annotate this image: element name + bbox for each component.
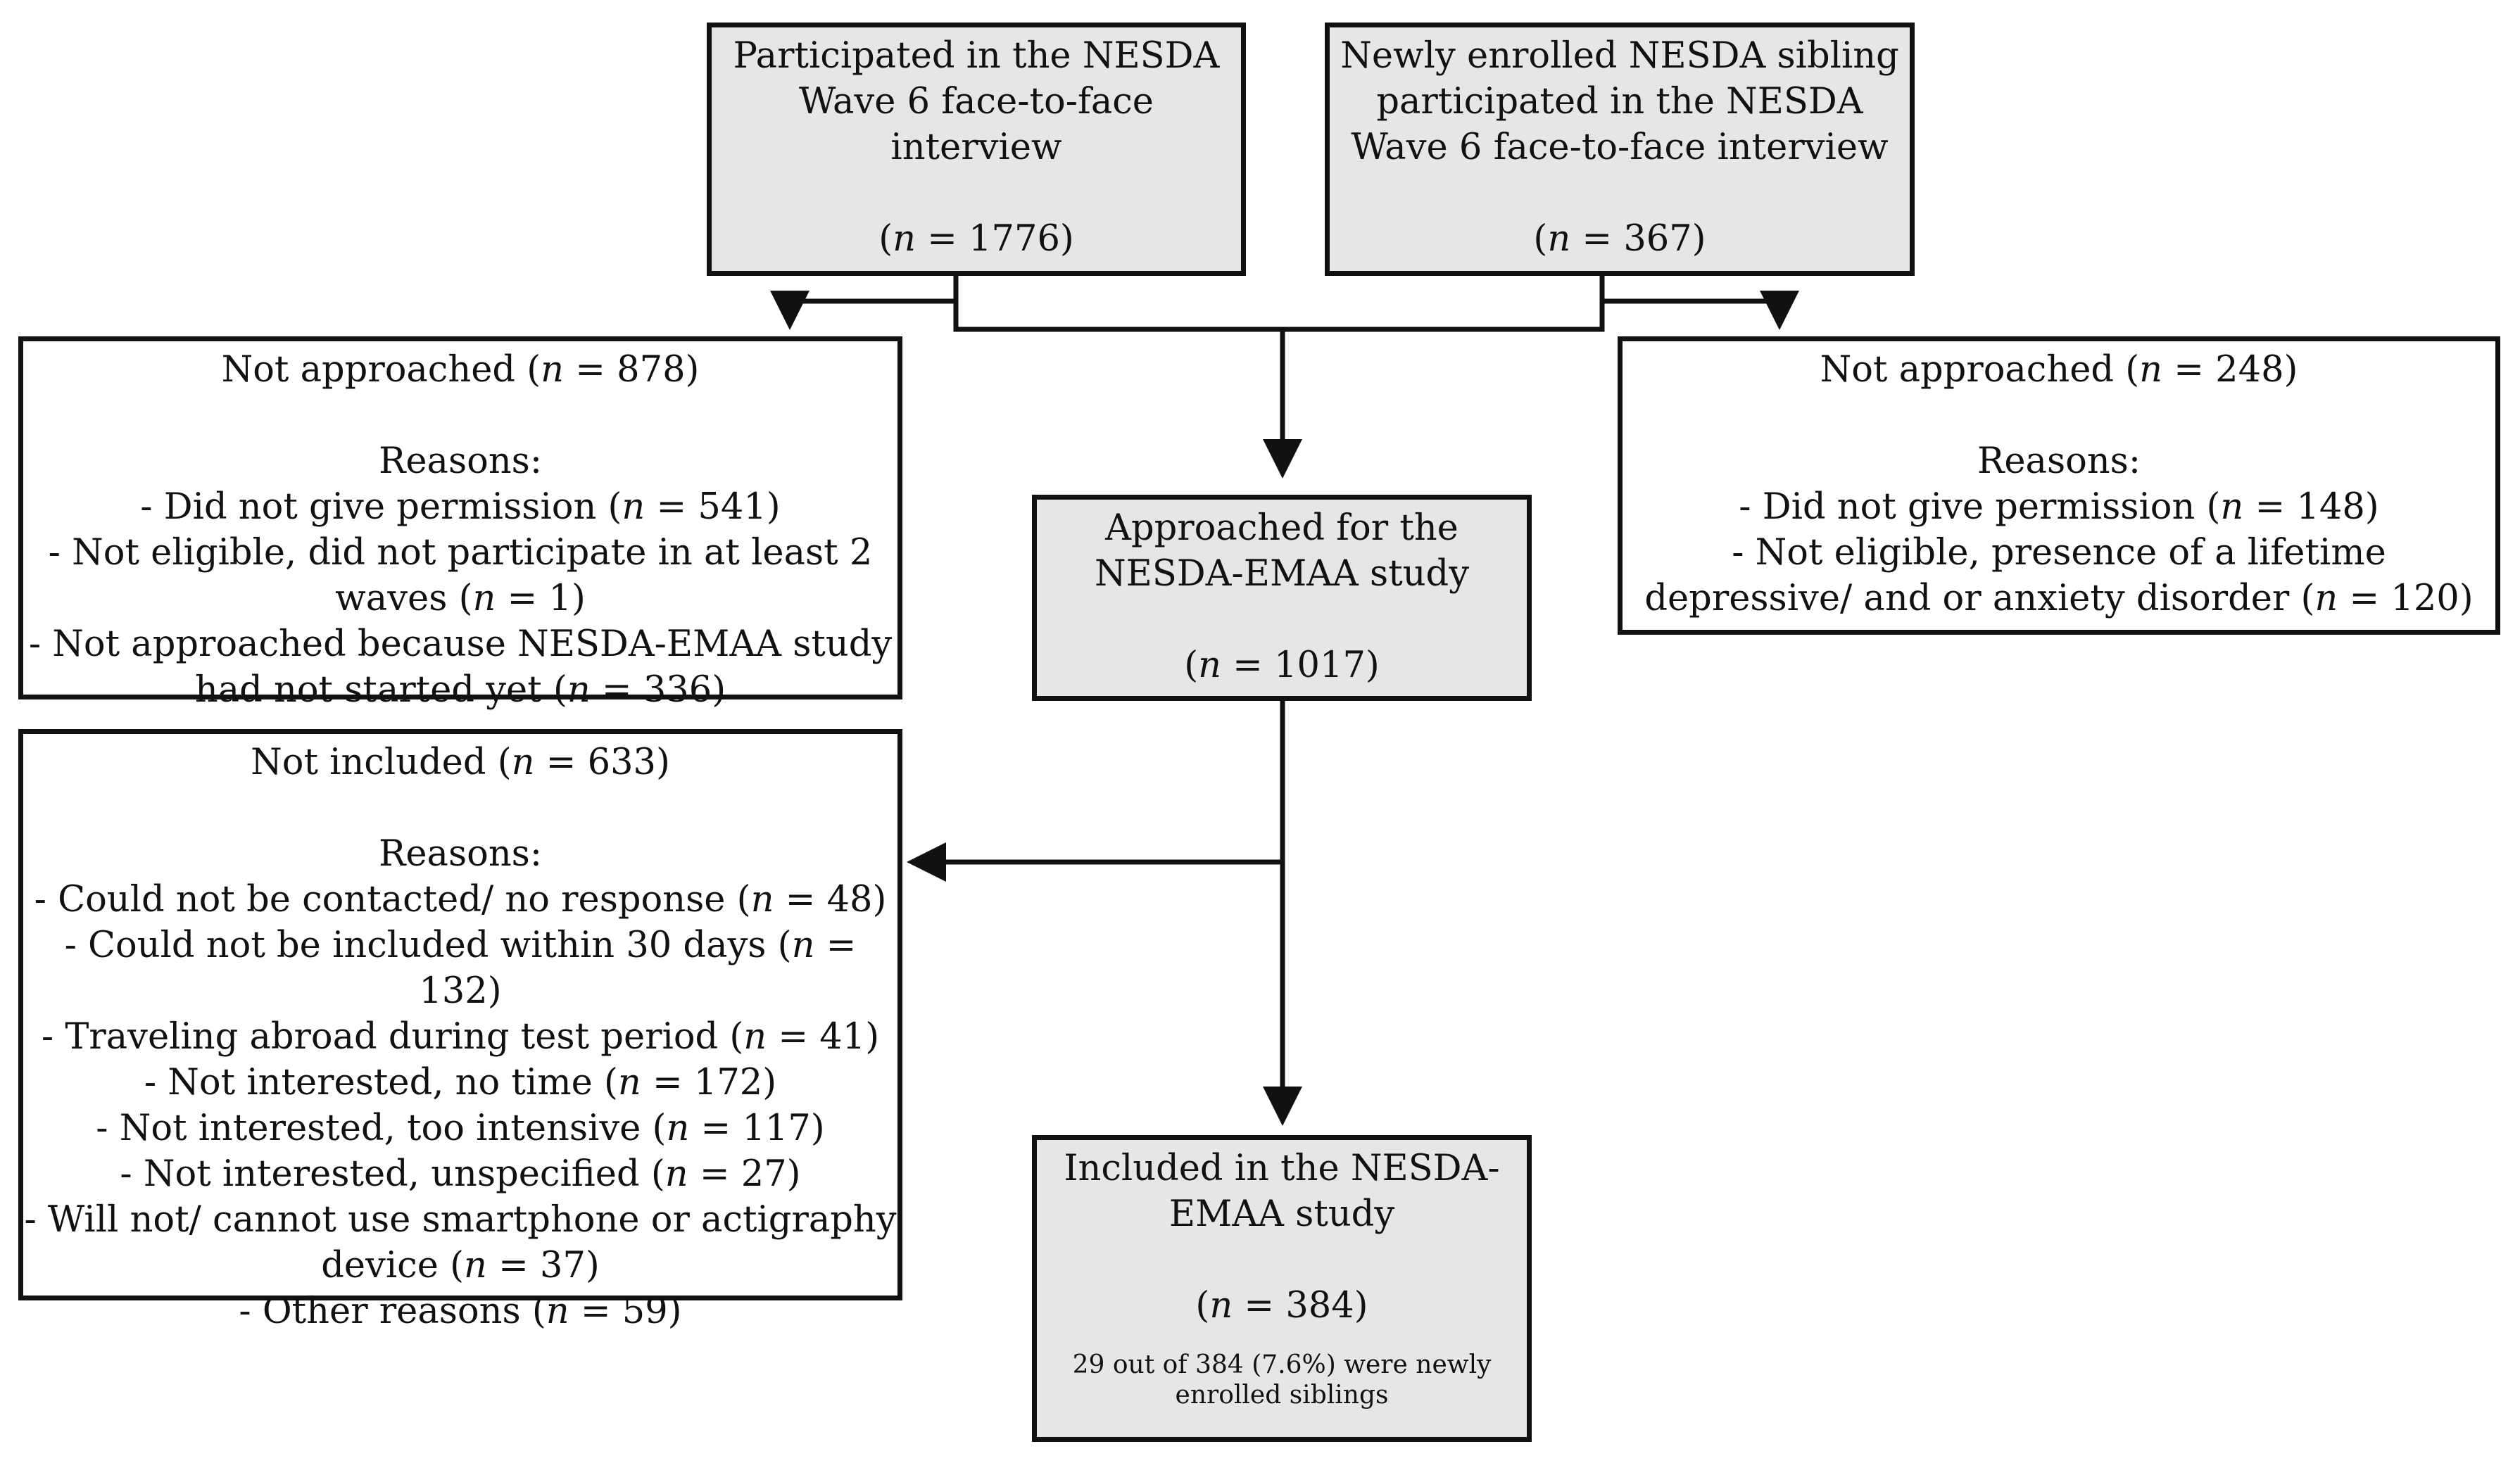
reason-item: - Not interested, unspecified (n = 27)	[120, 1153, 801, 1195]
box-text-line: Participated in the NESDA	[733, 35, 1220, 77]
box-title: Not approached (n = 248)	[1820, 349, 2298, 391]
siblings-box: Newly enrolled NESDA sibling participate…	[1325, 23, 1915, 276]
box-count: (n = 1017)	[1184, 645, 1380, 686]
reason-item: - Could not be contacted/ no response (n…	[34, 879, 887, 920]
reason-item: depressive/ and or anxiety disorder (n =…	[1644, 578, 2474, 619]
wave6-participants-box: Participated in the NESDA Wave 6 face-to…	[707, 23, 1246, 276]
not-approached-left-box: Not approached (n = 878) Reasons: - Did …	[18, 336, 902, 711]
reason-item: - Not interested, too intensive (n = 117…	[96, 1108, 825, 1149]
box-text-line: interview	[890, 127, 1062, 168]
box-text-line: Included in the NESDA-	[1064, 1148, 1500, 1189]
reasons-label: Reasons:	[378, 441, 543, 482]
reason-item: - Not interested, no time (n = 172)	[144, 1062, 777, 1103]
connector-siblings-to-bar	[1283, 276, 1605, 332]
reason-item: - Could not be included within 30 days (…	[64, 925, 857, 1012]
reason-item: device (n = 37)	[321, 1245, 600, 1286]
box-note-line: 29 out of 384 (7.6%) were newly	[1072, 1350, 1492, 1379]
reason-item: - Other reasons (n = 59)	[239, 1291, 682, 1332]
arrow-to-not-approached-right	[1602, 291, 1799, 330]
reason-item: - Will not/ cannot use smartphone or act…	[24, 1199, 897, 1241]
reason-item: had not started yet (n = 336)	[194, 669, 726, 711]
reasons-label: Reasons:	[378, 833, 543, 875]
reason-item: - Not approached because NESDA-EMAA stud…	[28, 623, 893, 665]
box-count: (n = 384)	[1195, 1285, 1368, 1326]
reason-item: - Traveling abroad during test period (n…	[41, 1016, 880, 1058]
reason-item: - Not eligible, presence of a lifetime	[1732, 532, 2386, 574]
box-text-line: Approached for the	[1105, 507, 1459, 549]
reason-item: - Not eligible, did not participate in a…	[48, 532, 873, 574]
box-text-line: participated in the NESDA	[1376, 81, 1863, 122]
box-title: Not included (n = 633)	[251, 742, 670, 783]
box-note-line: enrolled siblings	[1175, 1381, 1389, 1410]
approached-box: Approached for the NESDA-EMAA study (n =…	[1032, 495, 1532, 701]
box-text-line: Wave 6 face-to-face	[799, 81, 1154, 122]
box-count: (n = 1776)	[878, 218, 1074, 260]
reason-item: - Did not give permission (n = 148)	[1739, 486, 2379, 528]
reason-item: waves (n = 1)	[335, 578, 586, 619]
not-approached-right-box: Not approached (n = 248) Reasons: - Did …	[1618, 336, 2500, 635]
box-title: Not approached (n = 878)	[221, 349, 700, 391]
reason-item: - Did not give permission (n = 541)	[140, 486, 781, 528]
arrow-to-not-approached-left	[770, 291, 956, 330]
connector-wave6-to-bar	[953, 276, 1283, 332]
included-box: Included in the NESDA- EMAA study (n = 3…	[1032, 1135, 1532, 1442]
not-included-box: Not included (n = 633) Reasons: - Could …	[18, 729, 902, 1332]
box-text-line: NESDA-EMAA study	[1094, 553, 1470, 595]
box-text-line: Wave 6 face-to-face interview	[1351, 127, 1889, 168]
box-text-line: Newly enrolled NESDA sibling	[1340, 35, 1899, 77]
box-text-line: EMAA study	[1168, 1193, 1395, 1235]
box-count: (n = 367)	[1533, 218, 1706, 260]
reasons-label: Reasons:	[1977, 441, 2141, 482]
